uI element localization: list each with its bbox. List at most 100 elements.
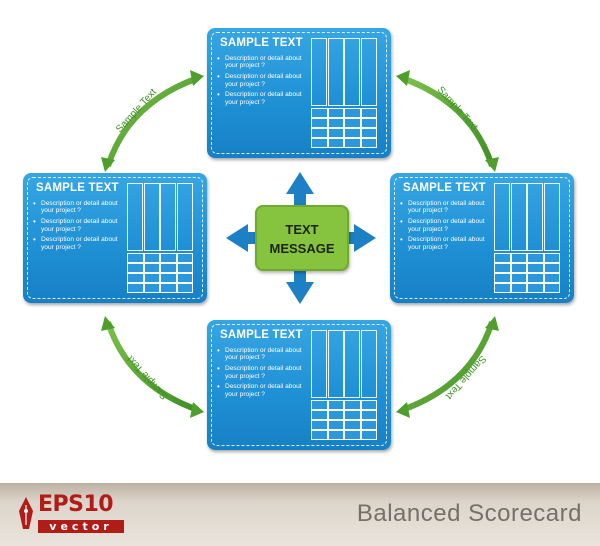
card-title: SAMPLE TEXT [220,329,303,341]
table-cell [312,119,327,127]
table-cell [528,264,543,272]
card-top: SAMPLE TEXT Description or detail about … [207,28,391,158]
card-bottom: SAMPLE TEXT Description or detail about … [207,320,391,450]
card-bullets: Description or detail about your project… [400,200,492,255]
arrow-label-top-right: Sample Text [435,85,480,133]
table-cell [361,129,376,137]
table-cell [544,274,559,282]
table-cell [544,254,559,262]
card-bullet: Description or detail about your project… [217,365,309,380]
table-cell [528,284,543,292]
table-cell [345,431,360,439]
table-cell [312,411,327,419]
card-table [127,183,193,293]
table-cell [544,284,559,292]
table-cell [345,109,360,117]
table-cell [128,284,143,292]
arrow-bottom-right-head-start [396,402,410,418]
card-left: SAMPLE TEXT Description or detail about … [23,173,207,303]
table-column [360,38,377,106]
arrow-label-bottom-left: Sample Text [125,353,170,401]
table-cell [161,254,176,262]
table-column [494,183,510,251]
arrow-top-right-head-start [396,70,410,86]
table-cell [161,264,176,272]
table-column [160,183,176,251]
arrow-label-top-left: Sample Text [114,87,159,135]
table-cell [177,264,192,272]
arrow-top-left-head-end [190,70,204,86]
table-cell [495,254,510,262]
card-bullet: Description or detail about your project… [217,91,309,106]
table-column [543,183,560,251]
center-message-box: TEXT MESSAGE [255,205,349,271]
table-cell [128,264,143,272]
table-cell [361,119,376,127]
table-cell [328,139,343,147]
card-bullet: Description or detail about your project… [400,218,492,233]
center-arrow-up [286,172,314,194]
table-cells [494,253,560,293]
table-cell [361,431,376,439]
table-cell [495,284,510,292]
table-cell [361,411,376,419]
table-cell [345,421,360,429]
table-cell [328,421,343,429]
table-cell [161,274,176,282]
table-cell [312,139,327,147]
table-cell [495,264,510,272]
table-cells [127,253,193,293]
table-cell [128,274,143,282]
footer-band: EPS10 vector Balanced Scorecard [0,483,600,546]
table-cell [144,274,159,282]
table-cell [312,129,327,137]
center-arrow-right [354,224,376,252]
table-cell [312,401,327,409]
arrow-top-left [105,75,200,167]
card-title: SAMPLE TEXT [36,182,119,194]
table-cell [312,421,327,429]
center-message-line2: MESSAGE [269,241,335,256]
table-cell [177,274,192,282]
table-cells [311,400,377,440]
badge-main-text: EPS10 [38,492,114,517]
center-arrow-down [286,282,314,304]
card-bullet: Description or detail about your project… [33,218,125,233]
table-cell [511,254,526,262]
card-bullets: Description or detail about your project… [33,200,125,255]
table-cell [144,264,159,272]
table-cell [128,254,143,262]
table-cell [312,431,327,439]
table-column [311,330,327,398]
table-cell [328,431,343,439]
table-cell [345,139,360,147]
card-bullet: Description or detail about your project… [217,347,309,362]
table-column [344,38,360,106]
card-title: SAMPLE TEXT [220,37,303,49]
footer-caption: Balanced Scorecard [356,500,582,527]
table-cell [495,274,510,282]
table-cell [345,411,360,419]
arrow-top-left-head-start [101,157,115,172]
table-cell [528,254,543,262]
table-cell [361,421,376,429]
card-right: SAMPLE TEXT Description or detail about … [390,173,574,303]
table-column [311,38,327,106]
arrow-bottom-right-head-end [485,316,499,331]
card-bullet: Description or detail about your project… [217,383,309,398]
card-title: SAMPLE TEXT [403,182,486,194]
arrow-bottom-right [400,321,495,413]
pen-nib-icon [19,497,33,529]
card-bullet: Description or detail about your project… [217,55,309,70]
table-cell [511,264,526,272]
table-cell [361,401,376,409]
table-cell [345,119,360,127]
card-bullet: Description or detail about your project… [33,236,125,251]
card-table [311,38,377,148]
table-cell [144,254,159,262]
table-column [344,330,360,398]
table-cell [511,274,526,282]
table-column [327,38,344,106]
eps10-vector-badge: EPS10 vector [16,491,126,537]
